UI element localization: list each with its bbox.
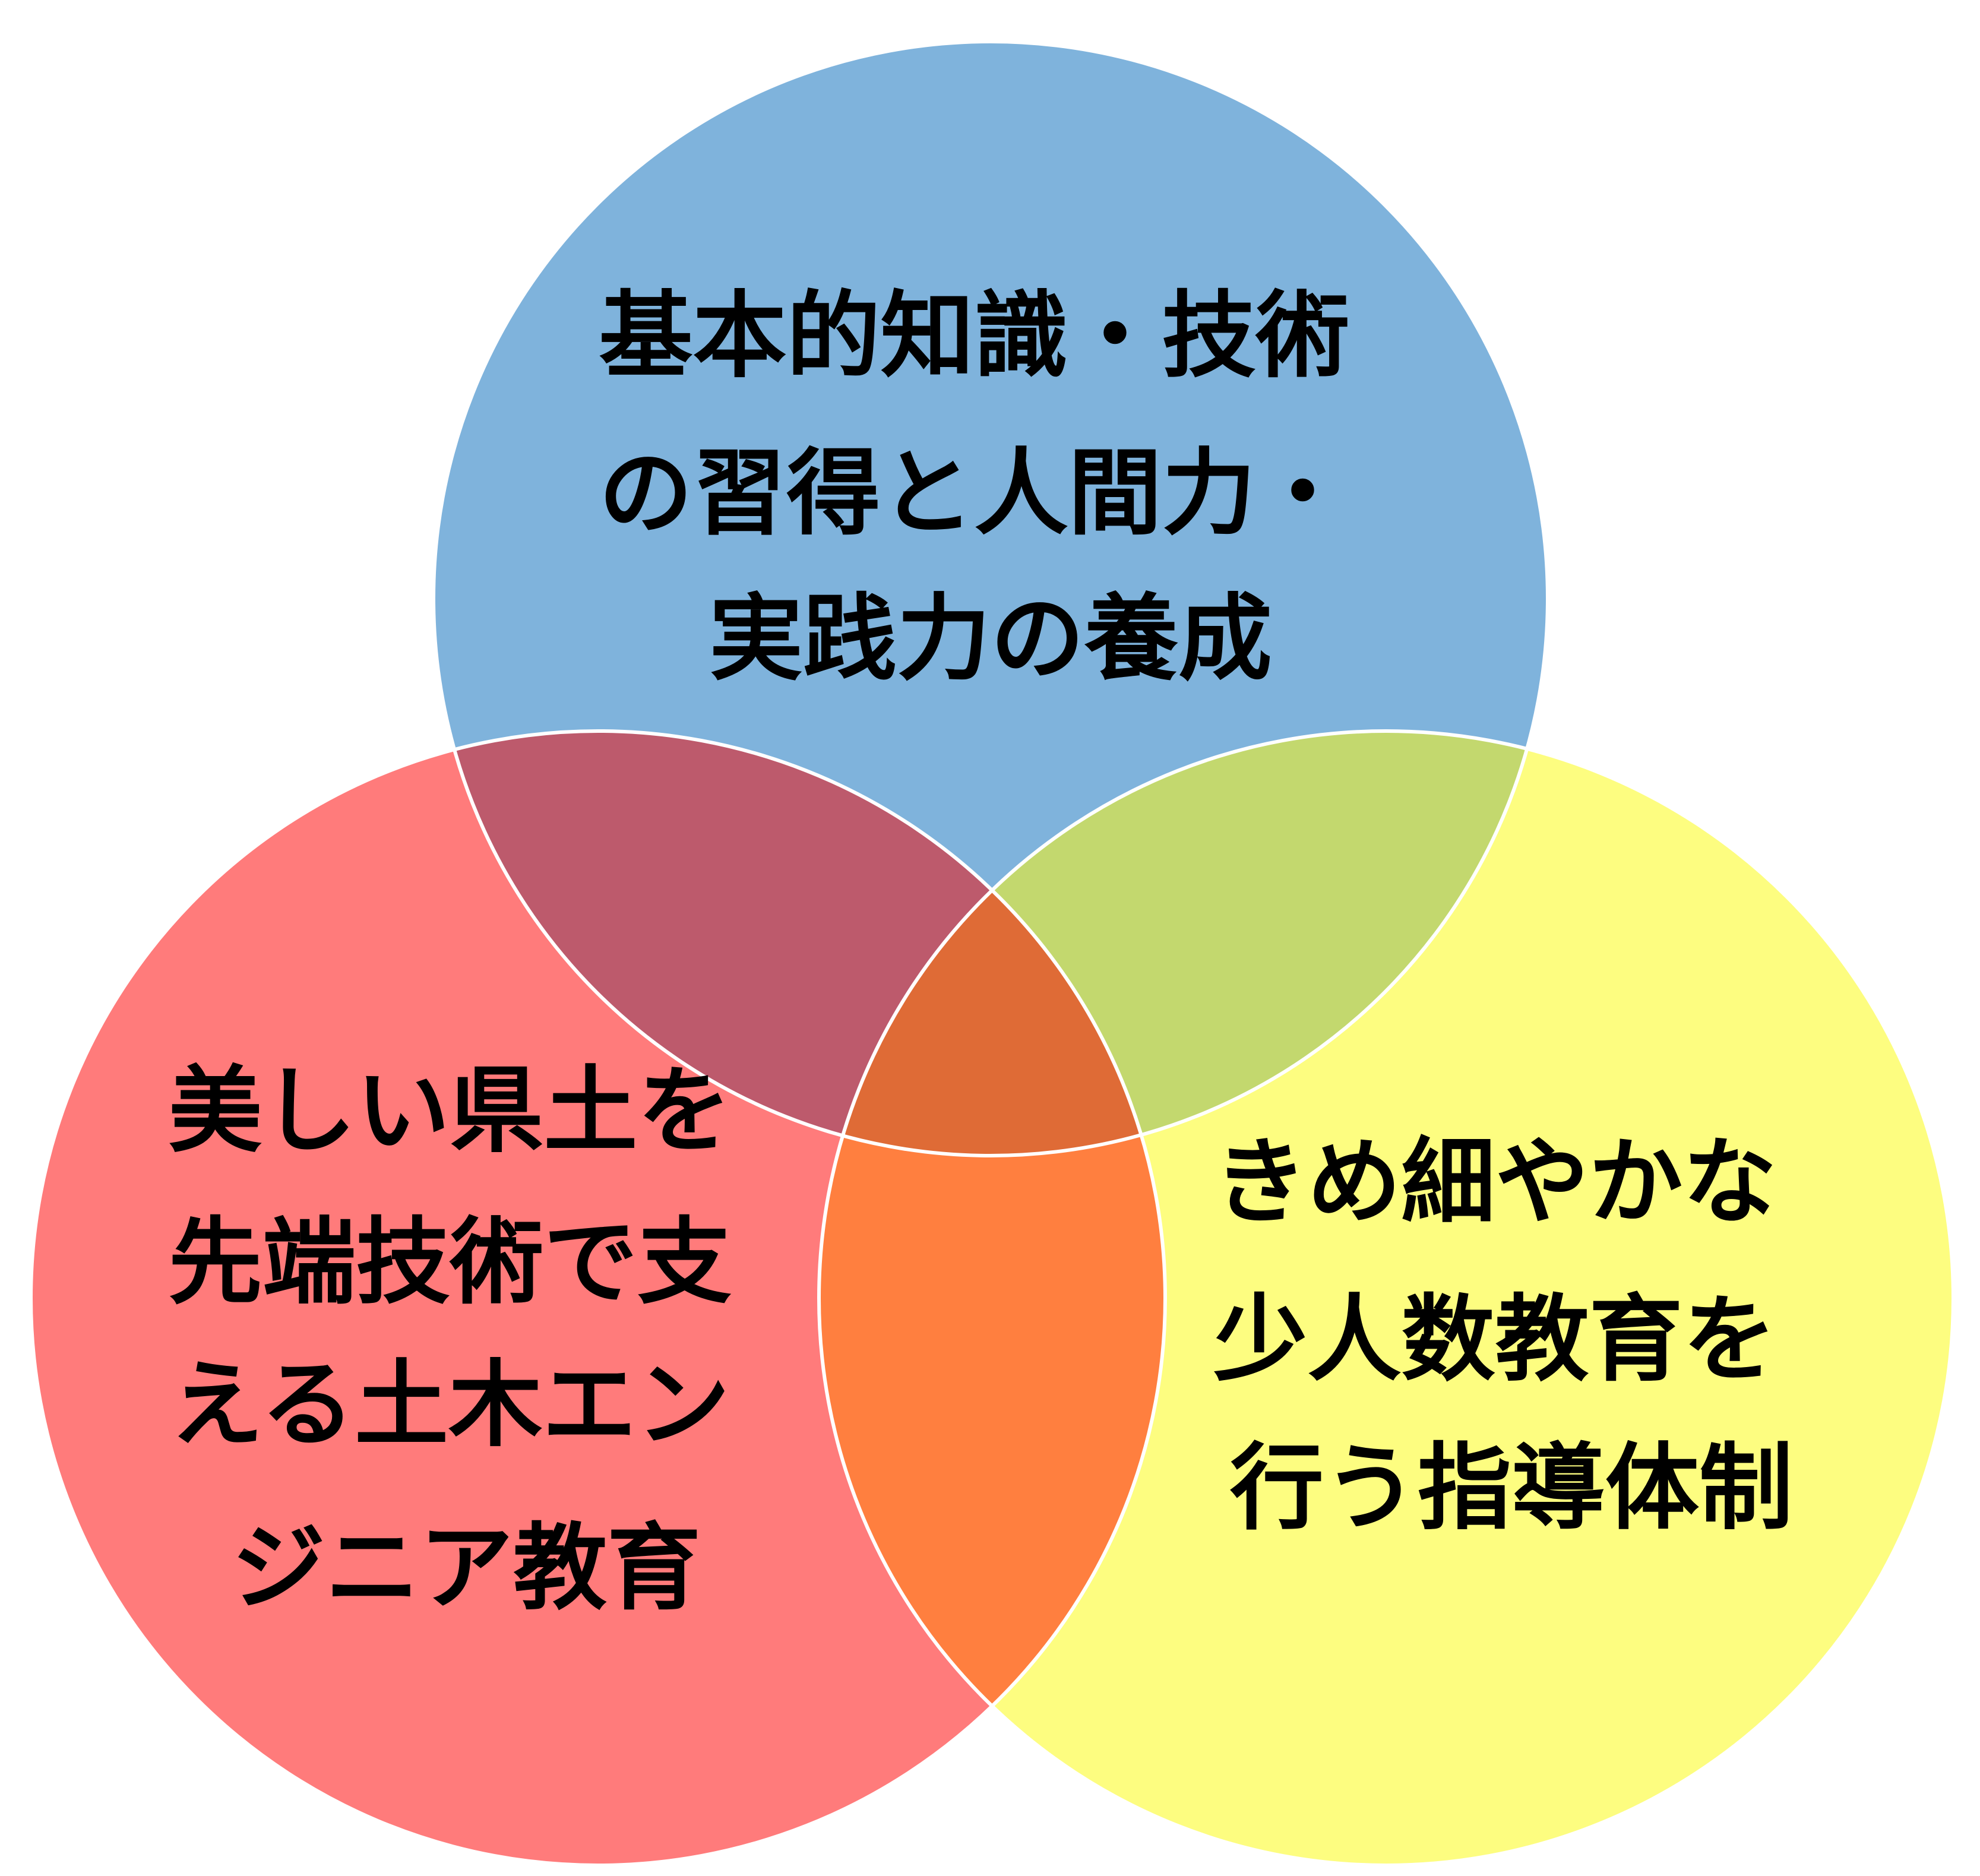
right-label-line: 少人数教育を (1213, 1285, 1776, 1394)
left-label: 美しい県土を 先端技術で支 える土木エン ジニア教育 (168, 1056, 764, 1623)
left-label-line: える土木エン (170, 1350, 730, 1460)
overlap-top-right (819, 731, 1548, 1156)
left-label-line: 先端技術で支 (168, 1208, 731, 1317)
right-label-line: きめ細やかな (1213, 1128, 1776, 1237)
circle-left-outline (29, 729, 1167, 1867)
top-label: 基本的知識・技術 の習得と人間力・ 実践力の養成 (599, 281, 1382, 694)
circle-top-outline (432, 40, 1549, 1157)
left-label-line: ジニア教育 (232, 1514, 701, 1623)
circle-right-outline (817, 729, 1955, 1867)
overlap-top-left (434, 731, 1165, 1156)
left-label-line: 美しい県土を (168, 1056, 731, 1166)
top-label-line: 実践力の養成 (709, 584, 1272, 694)
top-label-line: 基本的知識・技術 (599, 281, 1349, 391)
top-label-line: の習得と人間力・ (599, 439, 1349, 548)
right-label-line: 行う指導体制 (1230, 1434, 1793, 1543)
right-label: きめ細やかな 少人数教育を 行う指導体制 (1213, 1128, 1809, 1543)
